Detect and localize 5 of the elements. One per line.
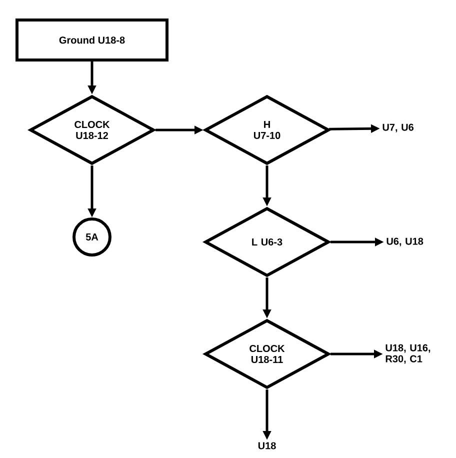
output-label: U7, U6 xyxy=(382,124,414,132)
output-label: U18 xyxy=(258,442,276,450)
output-label: U18, U16, R30, C1 xyxy=(386,344,430,364)
output-label: U6, U18 xyxy=(386,238,424,246)
process-box: Ground U18-8 xyxy=(16,18,168,62)
